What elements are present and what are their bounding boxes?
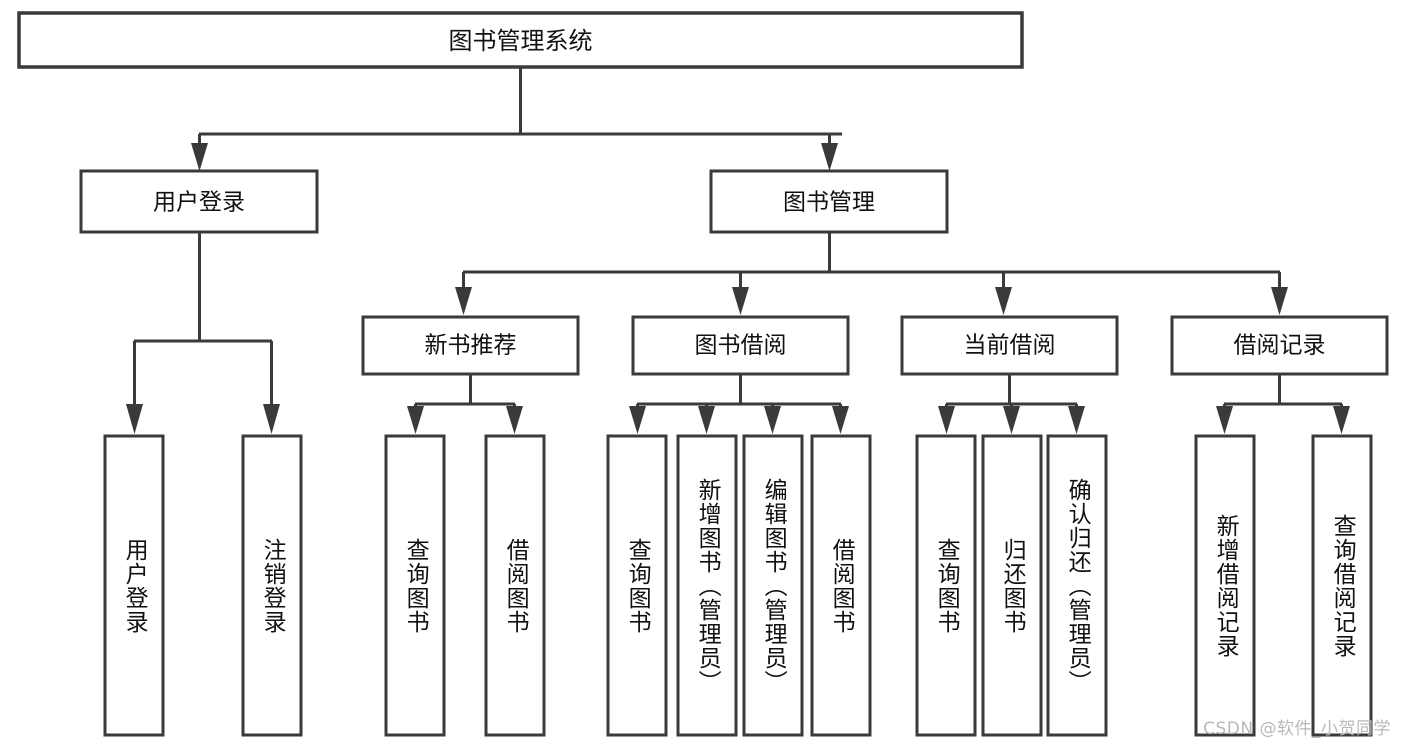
node-root-box[interactable] bbox=[17, 11, 1024, 69]
arrow-head-leaf-query-book-rec bbox=[407, 406, 424, 434]
node-book-manage-box[interactable] bbox=[709, 169, 949, 234]
leaf-borrow-book-rec-box[interactable] bbox=[484, 434, 546, 737]
node-new-book-recommend[interactable]: 新书推荐 bbox=[361, 315, 580, 376]
connector-group-book-manage bbox=[455, 232, 1288, 315]
leaf-query-book-borrow-box[interactable] bbox=[606, 434, 668, 737]
arrow-head-book-manage bbox=[821, 143, 838, 171]
arrow-head-leaf-return-book bbox=[1003, 406, 1020, 434]
node-current-borrow-box[interactable] bbox=[900, 315, 1119, 376]
leaf-user-logout-box[interactable] bbox=[241, 434, 303, 737]
node-current-borrow[interactable]: 当前借阅 bbox=[900, 315, 1119, 376]
node-book-manage[interactable]: 图书管理 bbox=[709, 169, 949, 234]
node-new-book-recommend-box[interactable] bbox=[361, 315, 580, 376]
arrow-head-leaf-query-book-cur bbox=[938, 406, 955, 434]
node-user-login[interactable]: 用户登录 bbox=[79, 169, 319, 234]
node-book-borrow-box[interactable] bbox=[631, 315, 850, 376]
arrow-head-leaf-user-login bbox=[126, 404, 143, 434]
csdn-watermark: CSDN @软件_小贺同学 bbox=[1203, 719, 1391, 739]
leaf-query-borrow-record-box[interactable] bbox=[1311, 434, 1373, 737]
leaf-boxes bbox=[103, 434, 1373, 737]
node-root-label: 图书管理系统 bbox=[449, 27, 593, 55]
arrow-head-new-book-recommend bbox=[455, 287, 472, 315]
node-user-login-label: 用户登录 bbox=[153, 190, 245, 216]
connector-group-borrow-record bbox=[1216, 374, 1350, 434]
arrow-head-leaf-confirm-return bbox=[1068, 406, 1085, 434]
arrow-head-leaf-borrow-book-rec bbox=[506, 406, 523, 434]
leaf-user-login-box[interactable] bbox=[103, 434, 165, 737]
node-borrow-record-label: 借阅记录 bbox=[1234, 333, 1326, 359]
arrow-head-leaf-borrow-book bbox=[832, 406, 849, 434]
connector-group-current-borrow bbox=[938, 374, 1085, 434]
arrow-head-borrow-record bbox=[1271, 287, 1288, 315]
leaf-edit-book-box[interactable] bbox=[742, 434, 804, 737]
arrow-head-leaf-edit-book bbox=[764, 406, 781, 434]
arrow-head-current-borrow bbox=[995, 287, 1012, 315]
arrow-head-book-borrow bbox=[732, 287, 749, 315]
arrow-head-leaf-add-book bbox=[698, 406, 715, 434]
arrow-head-leaf-query-borrow-record bbox=[1333, 406, 1350, 434]
leaf-add-borrow-record-box[interactable] bbox=[1194, 434, 1256, 737]
leaf-return-book-box[interactable] bbox=[981, 434, 1043, 737]
leaf-query-book-cur-box[interactable] bbox=[915, 434, 977, 737]
node-borrow-record-box[interactable] bbox=[1170, 315, 1389, 376]
node-borrow-record[interactable]: 借阅记录 bbox=[1170, 315, 1389, 376]
connector-group-root bbox=[191, 67, 842, 171]
arrow-head-leaf-user-logout bbox=[263, 404, 280, 434]
arrow-head-leaf-query-book-borrow bbox=[629, 406, 646, 434]
connector-group-book-borrow bbox=[629, 374, 849, 434]
arrow-head-leaf-add-borrow-record bbox=[1216, 406, 1233, 434]
node-book-borrow[interactable]: 图书借阅 bbox=[631, 315, 850, 376]
connector-group-new-book-recommend bbox=[407, 374, 523, 434]
node-root[interactable]: 图书管理系统 bbox=[17, 11, 1024, 69]
node-book-manage-label: 图书管理 bbox=[783, 190, 875, 216]
leaf-borrow-book-box[interactable] bbox=[810, 434, 872, 737]
leaf-add-book-box[interactable] bbox=[676, 434, 738, 737]
node-book-borrow-label: 图书借阅 bbox=[695, 333, 787, 359]
node-user-login-box[interactable] bbox=[79, 169, 319, 234]
arrow-head-user-login bbox=[191, 143, 208, 171]
node-new-book-recommend-label: 新书推荐 bbox=[425, 333, 517, 359]
leaf-confirm-return-box[interactable] bbox=[1046, 434, 1108, 737]
leaf-query-book-rec-box[interactable] bbox=[384, 434, 446, 737]
connector-group-user-login bbox=[126, 232, 280, 434]
node-current-borrow-label: 当前借阅 bbox=[964, 333, 1056, 359]
